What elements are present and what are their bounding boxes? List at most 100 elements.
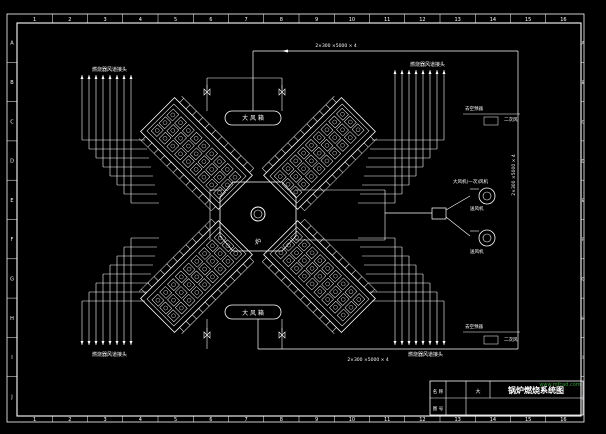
burner-nozzle [171, 298, 176, 303]
duct-tooth [185, 320, 191, 326]
burner-cell [174, 286, 188, 299]
bottom-dimension: 2×300 ×5000 × 4 [347, 357, 389, 363]
feed-arrow [129, 341, 133, 345]
burner-nozzle [179, 290, 184, 295]
column-label: 16 [560, 17, 566, 23]
burner-housing [140, 220, 253, 333]
burner-nozzle [217, 266, 223, 272]
burner-cell [328, 131, 342, 144]
burner-cell [305, 262, 319, 275]
burner-nozzle [155, 298, 161, 303]
burner-nozzle [332, 119, 337, 125]
burner-bank-bottom-left [139, 219, 254, 334]
duct-tooth [268, 161, 274, 167]
row-label: D [10, 159, 14, 165]
burner-housing-inner [146, 103, 247, 204]
column-label: 15 [525, 417, 531, 423]
fan-2-label: 送风机 [470, 248, 484, 255]
burner-nozzle [341, 312, 346, 318]
burner-housing [263, 220, 376, 333]
fan-1-casing [478, 187, 496, 205]
burner-nozzle [309, 281, 315, 287]
row-label: C [582, 119, 585, 124]
duct-tooth [338, 257, 344, 262]
duct-edge [262, 96, 335, 169]
column-label: 8 [280, 17, 283, 23]
right-bottom-note: 去空预器 [465, 323, 483, 330]
burner-cell [297, 162, 310, 176]
top-dimension: 2×300 ×5000 × 4 [315, 43, 357, 49]
duct-tooth [211, 295, 216, 301]
burner-cell [344, 300, 358, 314]
feed-arrow [428, 341, 432, 345]
row-label: D [581, 159, 584, 164]
burner-cell [189, 147, 203, 161]
burner-cell [336, 308, 350, 322]
furnace-burner-inner [253, 209, 263, 219]
burner-cell [158, 116, 172, 130]
column-label: 12 [419, 417, 425, 423]
burner-cell [206, 254, 219, 268]
burner-cell [281, 177, 295, 191]
duct-tooth [274, 155, 280, 161]
burner-cell [289, 154, 303, 168]
burner-cell [228, 170, 242, 184]
feed-arrow [115, 341, 119, 345]
burner-nozzle [202, 282, 207, 287]
burner-cell [206, 239, 219, 253]
column-label: 10 [349, 417, 355, 423]
furnace-center-label: 炉 [255, 238, 261, 246]
duct-tooth [204, 225, 210, 231]
burner-nozzle [325, 281, 330, 287]
burner-cell [166, 108, 180, 122]
burner-cell [205, 147, 219, 161]
duct-tooth [153, 276, 159, 281]
burner-nozzle [325, 266, 330, 271]
fan-1-label: 送风机 [470, 205, 484, 212]
burner-cell [167, 278, 180, 292]
outer-border [6, 13, 585, 423]
fan-damper-box [431, 207, 447, 220]
burner-nozzle [333, 289, 338, 294]
burner-nozzle [340, 127, 345, 132]
burner-cell [290, 230, 303, 244]
burner-cell [312, 162, 326, 176]
duct-tooth [293, 136, 299, 141]
burner-cell [213, 262, 227, 276]
duct-edge [304, 138, 377, 211]
burner-nozzle [348, 289, 354, 294]
burner-cell [174, 116, 187, 130]
valve-symbol [203, 331, 211, 339]
burner-cell [213, 231, 227, 245]
burner-nozzle [309, 174, 314, 179]
duct-tooth [236, 269, 242, 275]
combustion-diagram [80, 49, 520, 350]
top-header-arrow [282, 49, 288, 53]
feed-arrow [87, 75, 91, 79]
burner-nozzle [209, 167, 214, 172]
burner-cell [213, 170, 226, 184]
burner-cell [221, 239, 235, 253]
burner-cell [189, 131, 203, 145]
burner-nozzle [302, 273, 307, 279]
burner-nozzle [278, 250, 284, 256]
burner-cell [336, 123, 349, 137]
duct-tooth [160, 155, 165, 161]
burner-cell [197, 155, 211, 168]
duct-tooth [179, 250, 184, 256]
burner-cell [305, 170, 318, 183]
duct-tooth [249, 168, 254, 173]
burner-cell [190, 286, 204, 299]
feed-arrow [435, 341, 439, 345]
burner-cell [206, 270, 219, 284]
column-label: 6 [209, 17, 212, 23]
burner-nozzle [217, 190, 222, 195]
row-label: B [582, 80, 585, 85]
duct-tooth [217, 136, 223, 141]
row-label: G [10, 276, 14, 282]
feed-arrow [101, 341, 105, 345]
duct-edge [139, 138, 212, 211]
right-bottom-tag: 二次风 [504, 336, 518, 343]
duct-tooth [306, 199, 312, 205]
burner-cell [174, 301, 188, 315]
